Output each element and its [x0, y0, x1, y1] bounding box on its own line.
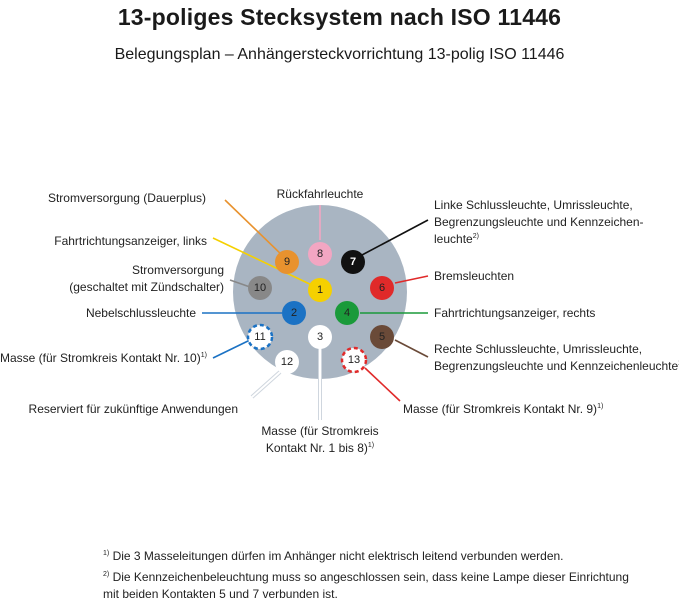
label-masse-9-sup: 1)	[597, 403, 604, 410]
page-subtitle: Belegungsplan – Anhängersteckvorrichtung…	[114, 46, 565, 63]
label-masse-1-8-line2: Kontakt Nr. 1 bis 8)1)	[265, 441, 375, 455]
label-bremsleuchten: Bremsleuchten	[434, 269, 515, 283]
footnote-2-mark: 2)	[103, 571, 110, 578]
pin-3-number: 3	[317, 331, 323, 343]
label-dauerplus: Stromversorgung (Dauerplus)	[47, 191, 206, 205]
label-masse-kontakt-10: Masse (für Stromkreis Kontakt Nr. 10)1)	[0, 350, 207, 367]
pin-11-number: 11	[254, 331, 265, 343]
leader-pin13	[364, 367, 401, 402]
leader-pin11	[212, 339, 251, 359]
label-masse-10-sup: 1)	[200, 352, 207, 359]
pin-6: 6	[370, 276, 394, 300]
pin-6-number: 6	[379, 282, 385, 294]
pin-1: 1	[308, 278, 332, 302]
label-linke-schlussleuchte: Linke Schlussleuchte, Umrissleuchte, Beg…	[434, 197, 643, 248]
label-linke-line2: Begrenzungsleuchte und Kennzeichen-	[434, 215, 644, 229]
label-linke-line3: leuchte2)	[434, 232, 479, 246]
pin-12: 12	[275, 350, 299, 374]
leader-pin6	[394, 275, 429, 284]
leader-pin5	[394, 339, 429, 358]
label-reserviert: Reserviert für zukünftige Anwendungen	[28, 402, 238, 416]
pin-7: 7	[341, 250, 365, 274]
label-rechte-line1: Rechte Schlussleuchte, Umrissleuchte,	[434, 342, 643, 356]
footnote-2-text-line1: Die Kennzeichenbeleuchtung muss so anges…	[109, 570, 629, 584]
pin-3: 3	[308, 325, 332, 349]
footnote-1-text: Die 3 Masseleitungen dürfen im Anhänger …	[109, 549, 564, 563]
leader-pin10	[229, 279, 251, 288]
pin-13-number: 13	[348, 354, 360, 366]
leader-pin12	[251, 371, 281, 398]
label-masse-kontakt-1-8: Masse (für Stromkreis Kontakt Nr. 1 bis …	[220, 423, 420, 457]
label-masse-10-text: Masse (für Stromkreis Kontakt Nr. 10)	[0, 351, 201, 365]
label-masse-1-8-line1: Masse (für Stromkreis	[261, 424, 379, 438]
label-stromversorgung-line1: Stromversorgung	[131, 263, 224, 277]
label-rechte-line2: Begrenzungsleuchte und Kennzeichenleucht…	[434, 359, 679, 373]
label-fahrtrichtung-links: Fahrtrichtungsanzeiger, links	[54, 234, 207, 248]
page-title: 13-poliges Stecksystem nach ISO 11446	[117, 4, 562, 30]
leader-pin1	[212, 237, 319, 289]
footnote-1: 1) Die 3 Masseleitungen dürfen im Anhäng…	[103, 548, 564, 565]
pin-8-number: 8	[317, 248, 323, 260]
footnote-2-text-line2: mit beiden Kontakten 5 und 7 verbunden i…	[103, 587, 338, 601]
pin-1-number: 1	[317, 284, 323, 296]
label-stromversorgung-line2: (geschaltet mit Zündschalter)	[69, 280, 224, 294]
label-masse-9-text: Masse (für Stromkreis Kontakt Nr. 9)	[403, 402, 598, 416]
label-rechte-schlussleuchte: Rechte Schlussleuchte, Umrissleuchte, Be…	[434, 341, 679, 375]
pin-5-number: 5	[379, 331, 385, 343]
pin-9: 9	[275, 250, 299, 274]
pin-5: 5	[370, 325, 394, 349]
label-fahrtrichtung-rechts: Fahrtrichtungsanzeiger, rechts	[434, 306, 596, 320]
leader-pin9	[224, 199, 286, 259]
pin-13: 13	[340, 346, 368, 374]
pin-11: 11	[246, 323, 274, 351]
pin-10: 10	[248, 276, 272, 300]
pin-4: 4	[335, 301, 359, 325]
label-linke-line1: Linke Schlussleuchte, Umrissleuchte,	[434, 198, 633, 212]
pin-12-number: 12	[281, 356, 293, 368]
pin-10-number: 10	[254, 282, 266, 294]
pin-4-number: 4	[344, 307, 350, 319]
footnote-1-mark: 1)	[103, 550, 110, 557]
leader-pin7	[361, 219, 429, 256]
label-nebelschlussleuchte: Nebelschlussleuchte	[85, 306, 196, 320]
pin-2-number: 2	[291, 307, 297, 319]
pin-9-number: 9	[284, 256, 290, 268]
footnote-2: 2) Die Kennzeichenbeleuchtung muss so an…	[103, 569, 629, 603]
label-stromversorgung-zuendung: Stromversorgung (geschaltet mit Zündscha…	[0, 262, 224, 296]
label-rueckfahrleuchte: Rückfahrleuchte	[276, 187, 364, 201]
pin-2: 2	[282, 301, 306, 325]
label-masse-kontakt-9: Masse (für Stromkreis Kontakt Nr. 9)1)	[403, 401, 603, 418]
pin-7-number: 7	[350, 256, 356, 268]
pin-8: 8	[308, 242, 332, 266]
